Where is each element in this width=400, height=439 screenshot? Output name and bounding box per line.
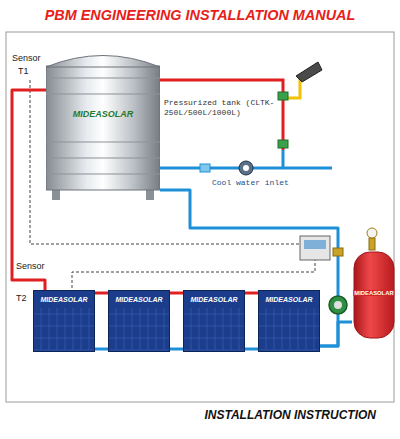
tank-rib <box>46 77 160 78</box>
sensor-id: T1 <box>18 66 29 76</box>
page-caption: INSTALLATION INSTRUCTION <box>204 408 376 422</box>
panel-brand: MIDEASOLAR <box>188 296 239 303</box>
tank-rib <box>46 141 160 142</box>
pressurized-tank: MIDEASOLARPressurized tank (CLTK-250L/50… <box>46 52 160 200</box>
pipe-connector <box>12 90 46 290</box>
panel-grid <box>34 350 94 351</box>
diagram-frame <box>6 32 394 402</box>
panel-glass <box>34 291 95 352</box>
panel-grid <box>34 338 94 339</box>
sensor-label: Sensor <box>12 53 41 63</box>
panel-grid <box>259 338 319 339</box>
pipe-connector <box>320 322 352 346</box>
expansion-tank: MIDEASOLAR <box>352 250 396 340</box>
pipe-connector <box>245 292 258 295</box>
panel-grid <box>259 350 319 351</box>
inlet-label: Cool water inlet <box>212 178 289 187</box>
circulation-pump <box>329 296 347 314</box>
brand-logo: MIDEASOLAR <box>46 109 160 119</box>
panel-grid <box>184 326 244 327</box>
pressure-gauge <box>367 228 377 238</box>
panel-grid <box>109 350 169 351</box>
panel-grid <box>34 314 94 315</box>
page-title: PBM ENGINEERING INSTALLATION MANUAL <box>0 7 400 23</box>
pipe-connector <box>95 292 108 295</box>
solar-panel: MIDEASOLAR <box>258 290 320 352</box>
panel-grid <box>109 314 169 315</box>
cold-water-pipe <box>282 150 285 168</box>
solar-panel: MIDEASOLAR <box>108 290 170 352</box>
pipe-connector <box>170 348 183 351</box>
panel-brand: MIDEASOLAR <box>38 296 89 303</box>
panel-grid <box>34 326 94 327</box>
shower-hose <box>288 76 300 98</box>
controller-screen <box>304 240 326 249</box>
solar-panel: MIDEASOLAR <box>183 290 245 352</box>
tank-rib <box>46 157 160 158</box>
expansion-body <box>354 252 394 338</box>
panel-grid <box>109 338 169 339</box>
shower-head <box>296 62 322 82</box>
tank-rib <box>46 173 160 174</box>
panel-brand: MIDEASOLAR <box>263 296 314 303</box>
water-meter <box>239 161 253 175</box>
tank-shape <box>46 52 160 200</box>
pipe-connector <box>95 348 108 351</box>
mixing-valve <box>278 140 288 148</box>
panel-grid <box>259 314 319 315</box>
controller <box>300 236 330 260</box>
panel-grid <box>184 350 244 351</box>
tank-rib <box>46 93 160 94</box>
sensor-id: T2 <box>16 293 27 303</box>
brass-valve <box>333 248 343 256</box>
sensor-label: Sensor <box>16 261 45 271</box>
panel-grid <box>184 338 244 339</box>
panel-glass <box>109 291 170 352</box>
solar-panel: MIDEASOLAR <box>33 290 95 352</box>
panel-brand: MIDEASOLAR <box>113 296 164 303</box>
tank-body <box>46 66 160 190</box>
pipe-connector <box>170 292 183 295</box>
tank-brand: MIDEASOLAR <box>353 290 394 296</box>
check-valve <box>200 164 210 172</box>
tank-label: Pressurized tank (CLTK-250L/500L/1000L) <box>164 98 276 118</box>
tank-dome <box>46 56 160 68</box>
panel-glass <box>259 291 320 352</box>
panel-grid <box>259 326 319 327</box>
pump-hub <box>334 301 342 309</box>
water-meter-dial <box>243 165 249 171</box>
safety-valve <box>369 238 375 250</box>
panel-grid <box>184 314 244 315</box>
panel-grid <box>109 326 169 327</box>
pipe-connector <box>245 348 258 351</box>
mixing-valve <box>278 92 288 100</box>
sensor-wire <box>72 260 315 288</box>
hot-water-pipe <box>160 80 283 150</box>
panel-glass <box>184 291 245 352</box>
